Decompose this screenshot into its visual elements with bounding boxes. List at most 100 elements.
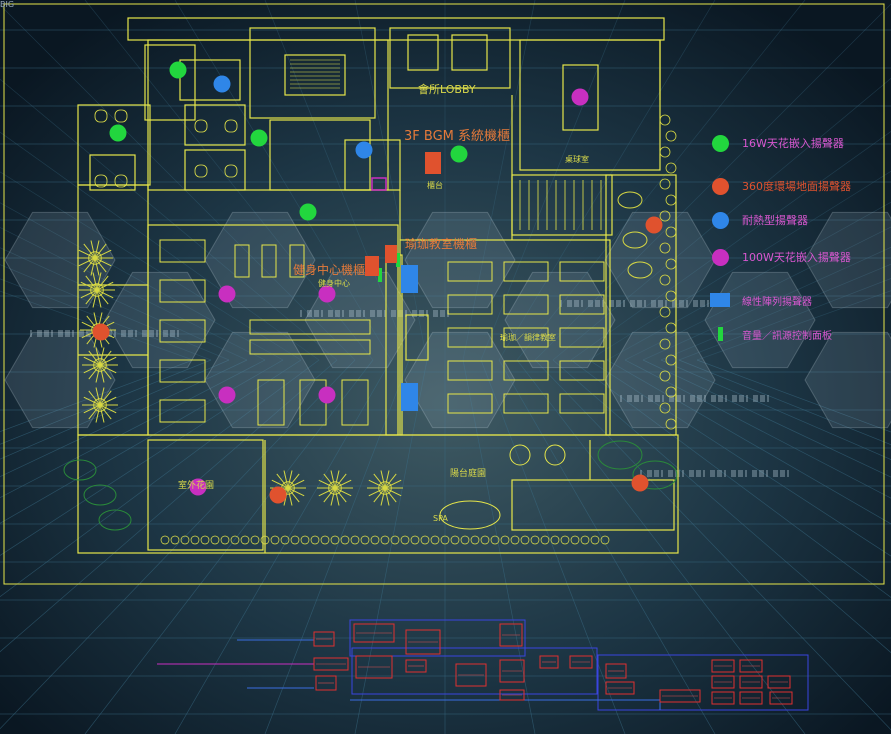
- hedge: [570, 535, 580, 545]
- tree-branch: [99, 347, 105, 366]
- tree-branch: [99, 396, 117, 406]
- fixture: [224, 119, 238, 133]
- yoga-mat: [447, 393, 493, 414]
- yoga-mat: [503, 327, 549, 348]
- schematic-device: [313, 631, 335, 647]
- plan-details: [94, 59, 610, 545]
- tree-branch: [334, 487, 352, 497]
- grid-line: [84, 359, 374, 734]
- yoga-mat: [503, 360, 549, 381]
- schematic-devices: [313, 623, 793, 705]
- hedge: [160, 535, 170, 545]
- tree-branch: [94, 249, 112, 259]
- speaker-markers: [92, 61, 663, 504]
- binary-glyph: [641, 395, 643, 402]
- schematic-device: [711, 659, 735, 673]
- equipment-rack: [385, 245, 397, 263]
- tree-core: [93, 398, 107, 412]
- binary-glyph: [648, 395, 653, 402]
- grid-line: [570, 359, 891, 598]
- tree-branch: [276, 473, 289, 489]
- yoga-mat: [447, 327, 493, 348]
- hedge: [270, 535, 280, 545]
- binary-glyph: [682, 470, 684, 477]
- schematic-device: [353, 623, 395, 643]
- binary-glyph: [690, 395, 695, 402]
- binary-glyph: [780, 470, 785, 477]
- binary-glyph: [693, 300, 698, 307]
- yoga-mat: [559, 327, 605, 348]
- hedge: [410, 535, 420, 545]
- binary-glyph: [686, 300, 688, 307]
- yoga-mat: [503, 261, 549, 282]
- equipment: [249, 339, 371, 355]
- hedge: [450, 535, 460, 545]
- shrub: [659, 402, 671, 414]
- tree-branch: [85, 275, 98, 291]
- binary-glyph: [412, 310, 417, 317]
- grid-line: [696, 359, 891, 433]
- grid-line: [0, 4, 356, 361]
- speaker-orange: [645, 216, 663, 234]
- tree-branch: [94, 257, 100, 276]
- speaker-green: [169, 61, 187, 79]
- tree-branch: [90, 257, 96, 276]
- binary-glyph: [560, 300, 562, 307]
- binary-glyph: [426, 310, 428, 317]
- tree-branch: [380, 487, 386, 506]
- legend-label: 線性陣列揚聲器: [742, 296, 812, 308]
- binary-glyph: [711, 395, 716, 402]
- grid-line: [264, 0, 410, 361]
- binary-glyph: [156, 330, 158, 337]
- tree-branch: [380, 470, 386, 489]
- green-dot-icon: [710, 133, 730, 153]
- binary-glyph: [651, 300, 656, 307]
- tree-branch: [384, 479, 402, 489]
- legend-item-magenta: 100W天花嵌入揚聲器: [710, 247, 851, 267]
- shrub: [659, 146, 671, 158]
- label-lobby: 會所LOBBY: [418, 83, 476, 96]
- schematic-device: [769, 691, 793, 705]
- tree-branch: [99, 387, 105, 406]
- boulder: [627, 261, 653, 279]
- hexagon: [804, 331, 891, 429]
- hedge: [400, 535, 410, 545]
- speaker-magenta: [218, 386, 236, 404]
- hedge: [380, 535, 390, 545]
- schematic-device: [499, 659, 525, 683]
- tree-branch: [99, 364, 105, 383]
- hedge: [300, 535, 310, 545]
- schematic-device: [711, 691, 735, 705]
- tree-branch: [88, 390, 101, 406]
- magenta-dot-icon: [710, 247, 730, 267]
- binary-glyph: [37, 330, 42, 337]
- hedge: [440, 535, 450, 545]
- tree-branch: [334, 473, 347, 489]
- grid-line: [624, 226, 891, 361]
- speaker-magenta: [571, 88, 589, 106]
- binary-glyph: [433, 310, 438, 317]
- hedge: [320, 535, 330, 545]
- binary-glyph: [163, 330, 168, 337]
- equipment: [341, 379, 369, 426]
- tree-branch: [368, 479, 386, 489]
- hedge: [430, 535, 440, 545]
- binary-glyph: [668, 470, 673, 477]
- fixture: [94, 174, 108, 188]
- hedge: [510, 535, 520, 545]
- tree-branch: [334, 470, 340, 489]
- hedge: [290, 535, 300, 545]
- grid-line: [0, 247, 248, 361]
- binary-glyph: [787, 470, 789, 477]
- hedge: [180, 535, 190, 545]
- binary-glyph: [321, 310, 323, 317]
- tree-branch: [95, 404, 101, 423]
- hexagon: [4, 331, 116, 429]
- blue-dot-icon: [710, 210, 730, 230]
- binary-glyph: [696, 470, 701, 477]
- tree-branch: [96, 289, 102, 308]
- legend-item-blue: 耐熱型揚聲器: [710, 210, 808, 230]
- schematic-device: [659, 689, 701, 703]
- binary-glyph: [679, 300, 684, 307]
- drawing-title-mark: BIG: [0, 0, 15, 9]
